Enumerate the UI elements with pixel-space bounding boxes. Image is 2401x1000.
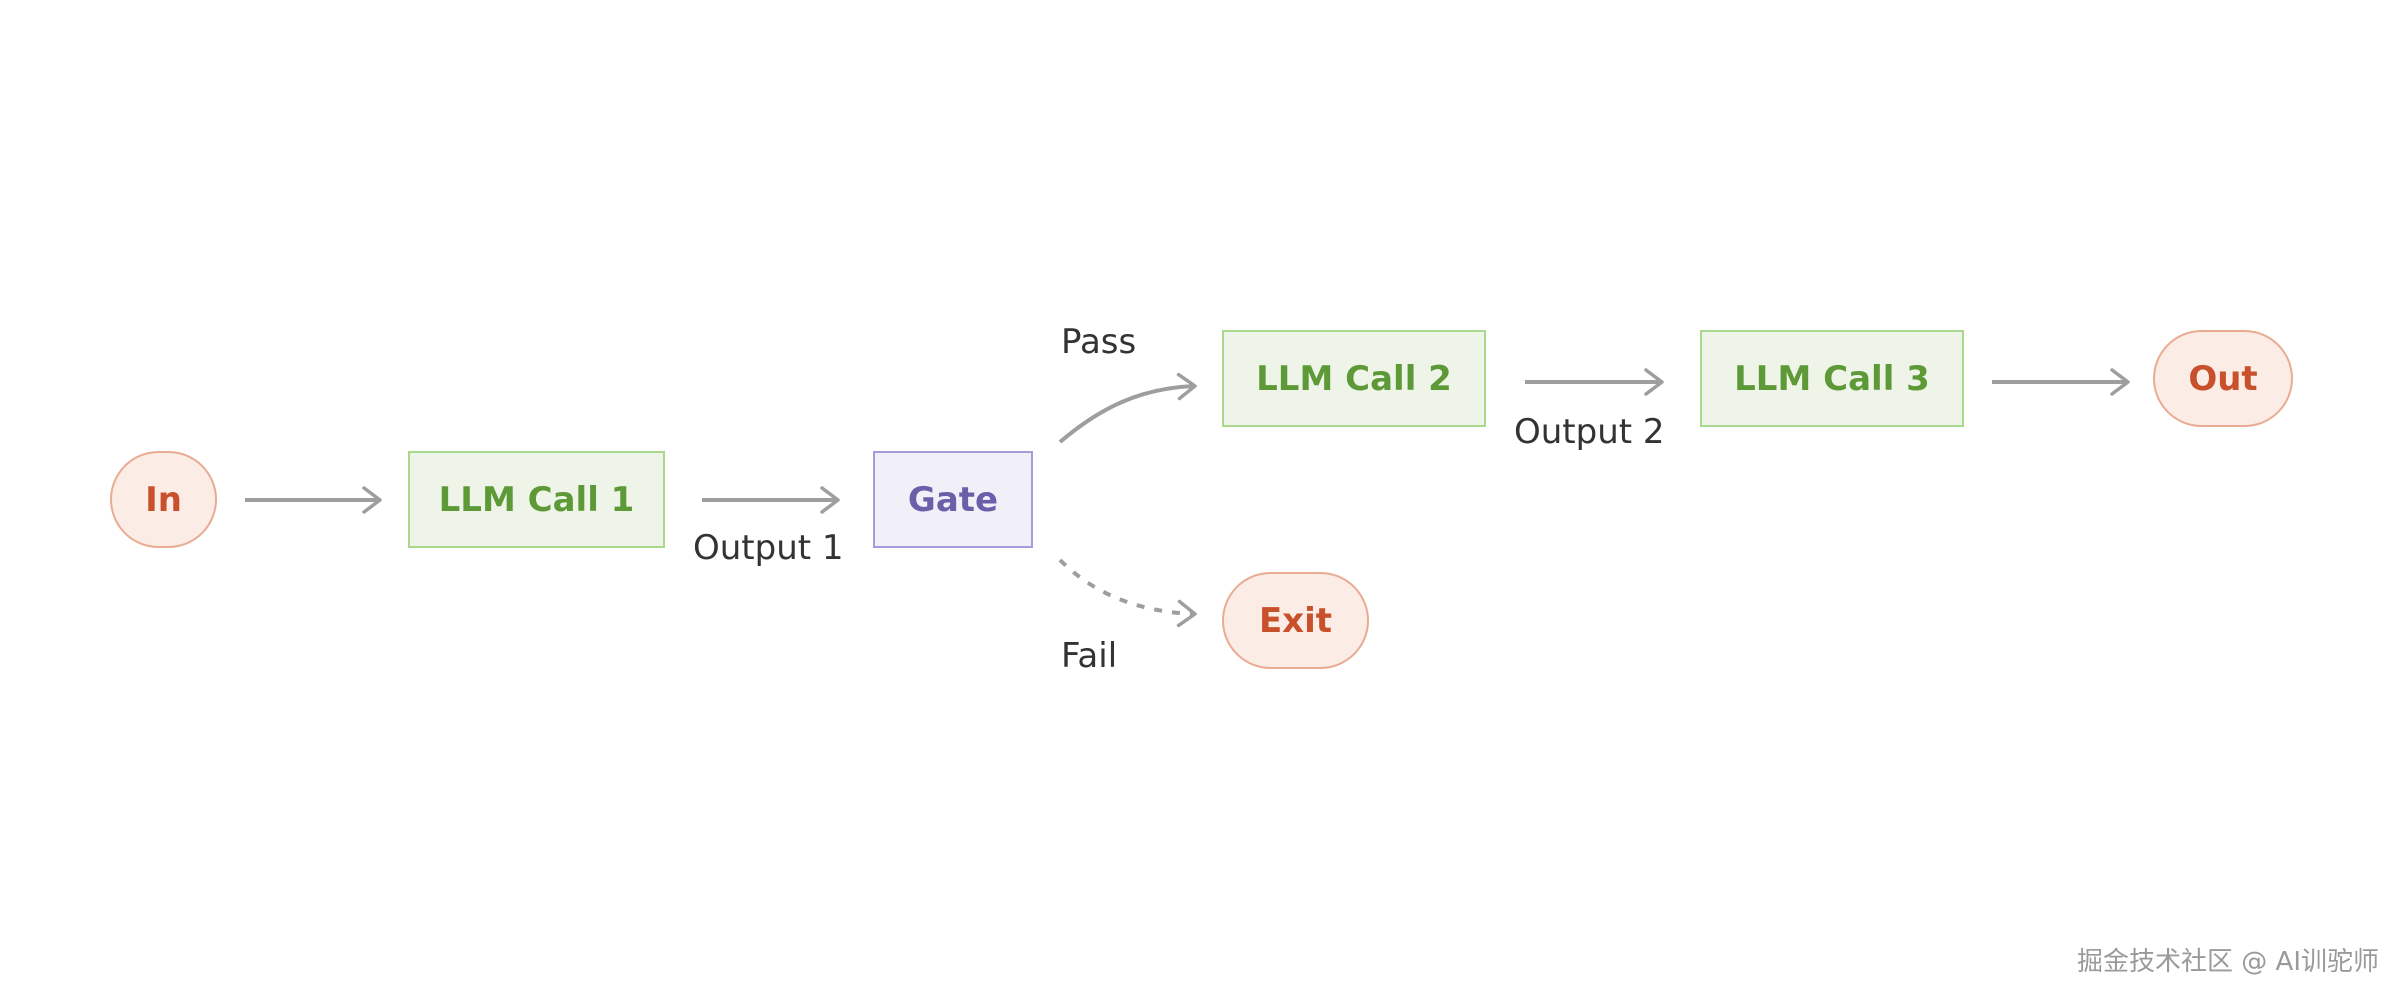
node-gate: Gate xyxy=(873,451,1033,548)
node-llm-call-3: LLM Call 3 xyxy=(1700,330,1964,427)
arrow-gate-to-llm-call-2 xyxy=(1058,372,1197,444)
edge-label-output-2: Output 2 xyxy=(1514,412,1665,452)
watermark: 掘金技术社区 @ AI训驼师 xyxy=(2077,947,2379,977)
node-llm-call-1: LLM Call 1 xyxy=(408,451,665,548)
edge-label-fail: Fail xyxy=(1061,636,1118,676)
edge-label-output-1: Output 1 xyxy=(693,528,844,568)
node-in: In xyxy=(110,451,217,548)
edge-label-pass: Pass xyxy=(1061,322,1137,362)
node-llm-call-2: LLM Call 2 xyxy=(1222,330,1486,427)
arrow-gate-to-exit xyxy=(1058,558,1197,628)
node-exit: Exit xyxy=(1222,572,1369,669)
node-out: Out xyxy=(2153,330,2293,427)
